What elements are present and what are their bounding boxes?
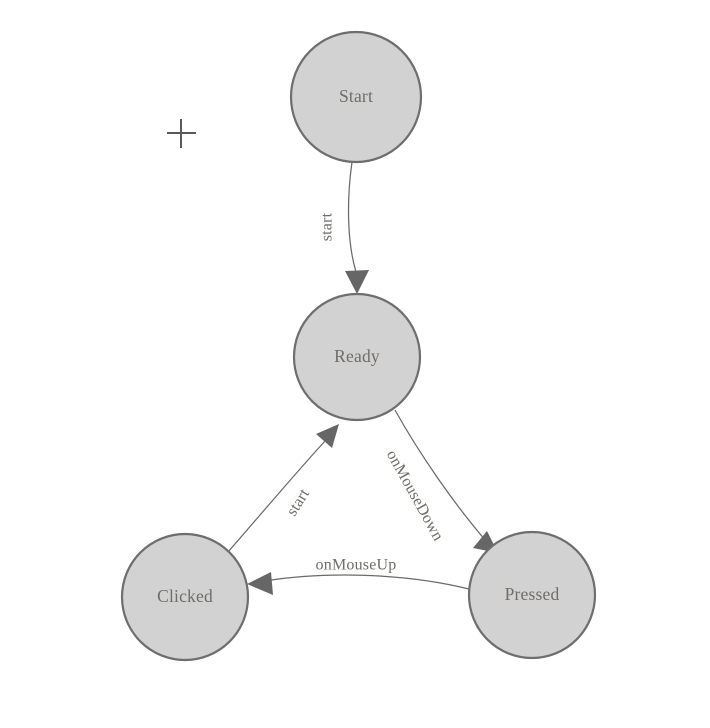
edge-clicked-to-ready-path (227, 439, 327, 553)
plus-marker-icon (167, 119, 196, 148)
edge-start-to-ready-label: start (319, 212, 336, 241)
node-start[interactable]: Start (289, 30, 423, 164)
edge-start-to-ready[interactable]: start (319, 161, 369, 294)
node-clicked-label: Clicked (157, 586, 213, 606)
node-start-label: Start (339, 86, 373, 106)
edge-pressed-to-clicked-path (264, 574, 470, 590)
edge-start-to-ready-path (347, 161, 357, 273)
edge-ready-to-pressed[interactable]: onMouseDown (383, 409, 498, 553)
node-clicked[interactable]: Clicked (120, 532, 250, 662)
node-pressed-label: Pressed (505, 584, 560, 604)
node-ready[interactable]: Ready (292, 292, 422, 422)
edge-pressed-to-clicked-label: onMouseUp (316, 557, 397, 574)
edge-pressed-to-clicked[interactable]: onMouseUp (247, 557, 470, 595)
node-pressed-shape[interactable] (467, 530, 597, 660)
node-clicked-shape[interactable] (120, 532, 250, 662)
node-ready-shape[interactable] (292, 292, 422, 422)
node-start-shape[interactable] (289, 30, 423, 164)
edge-clicked-to-ready[interactable]: start (227, 424, 339, 553)
edge-ready-to-pressed-path (394, 409, 487, 542)
edge-pressed-to-clicked-arrowhead (247, 572, 273, 595)
edge-clicked-to-ready-arrowhead (316, 424, 339, 448)
node-ready-label: Ready (334, 346, 380, 366)
edge-ready-to-pressed-label: onMouseDown (383, 447, 447, 543)
edge-start-to-ready-arrowhead (345, 270, 369, 294)
edge-clicked-to-ready-label: start (284, 486, 314, 520)
node-pressed[interactable]: Pressed (467, 530, 597, 660)
